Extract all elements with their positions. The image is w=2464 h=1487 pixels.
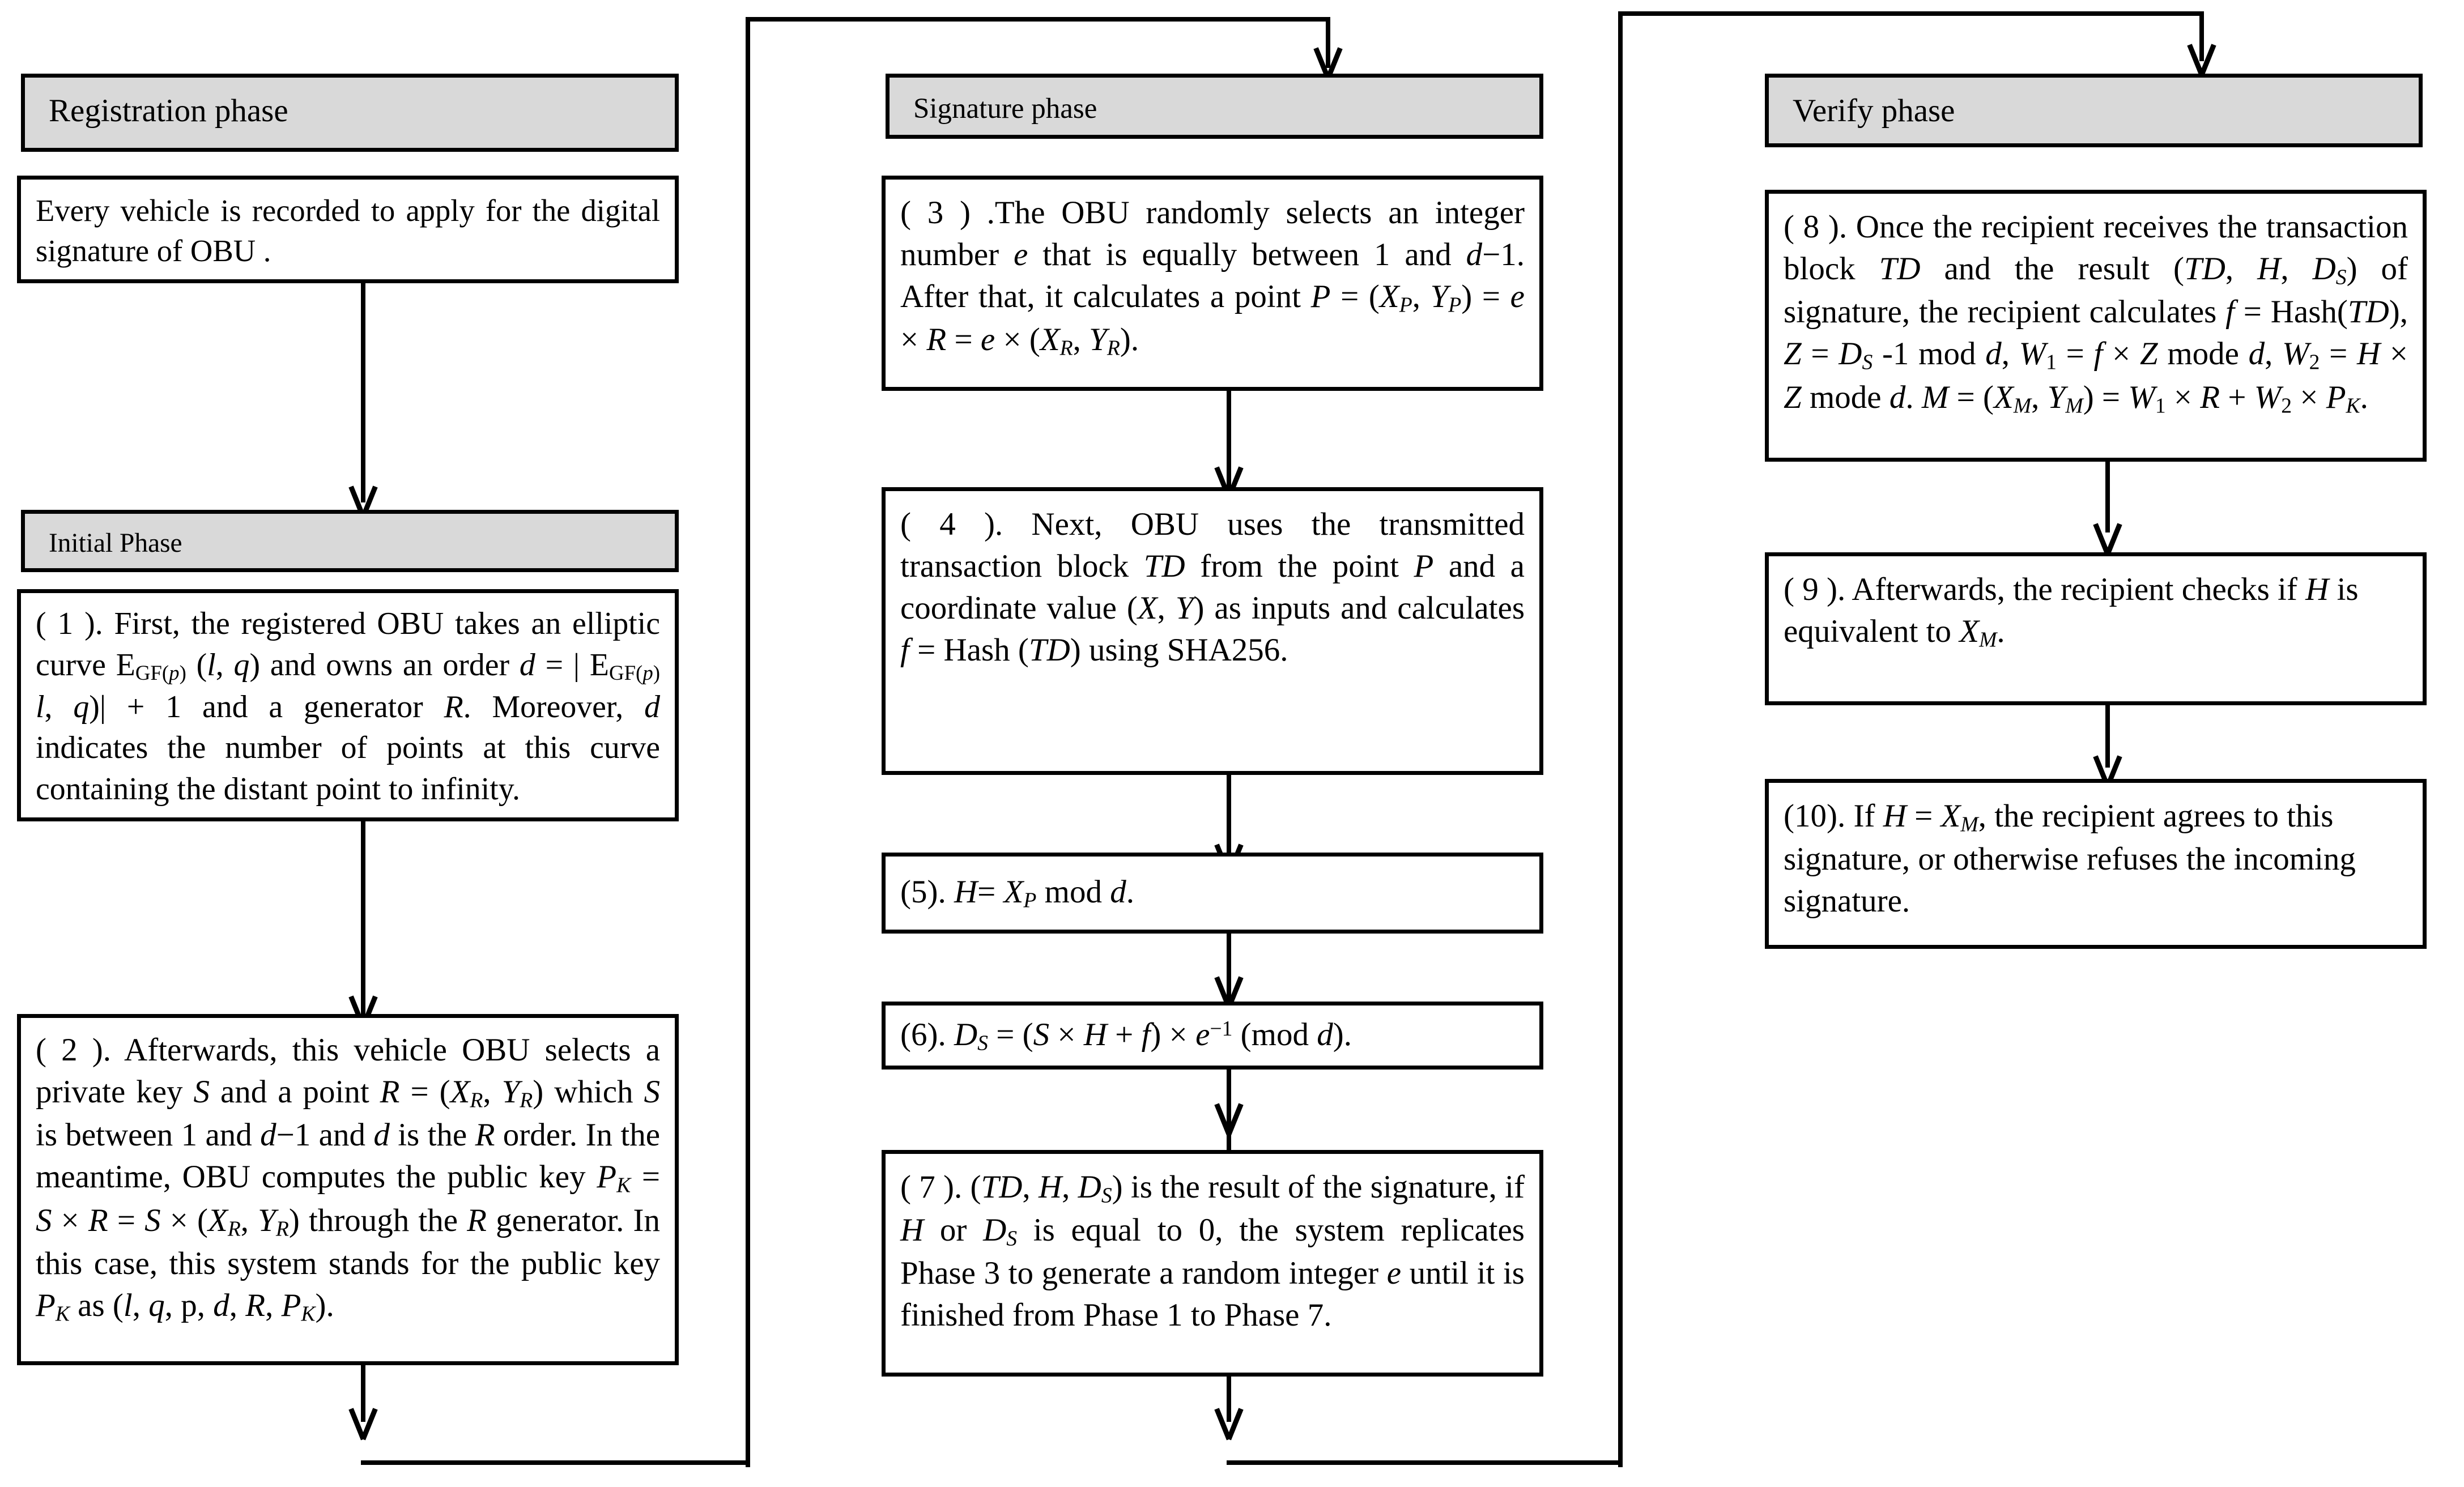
step-9-box: ( 9 ). Afterwards, the recipient checks … [1765,552,2427,705]
verify-phase-header: Verify phase [1765,74,2423,147]
step-4-text: ( 4 ). Next, OBU uses the transmitted tr… [900,506,1525,668]
step-2-text: ( 2 ). Afterwards, this vehicle OBU sele… [36,1032,661,1326]
connector-step6-to-step7-arrow [1212,1106,1246,1135]
connector-col1-exit-stub [361,1365,365,1422]
step-5-text: (5). H= XP mod d. [900,874,1134,913]
connector-reg-to-initial-line [361,282,365,502]
registration-phase-header: Registration phase [21,74,679,152]
connector-col2-to-col3-arrow [2185,46,2219,76]
connector-col2-to-col3-drop [2199,11,2204,61]
connector-step9-to-step10-line [2105,705,2110,768]
connector-col1-exit-arrow [346,1411,380,1440]
step-4-box: ( 4 ). Next, OBU uses the transmitted tr… [882,487,1543,775]
connector-step1-to-step2-line [361,821,365,1014]
step-8-box: ( 8 ). Once the recipient receives the t… [1765,190,2427,462]
connector-col1-to-col2-riser [746,17,750,1467]
step-8-text: ( 8 ). Once the recipient receives the t… [1784,209,2408,417]
registration-description-text: Every vehicle is recorded to apply for t… [36,193,660,268]
registration-phase-header-label: Registration phase [49,93,288,129]
connector-col2-exit-stub [1227,1360,1231,1422]
step-6-text: (6). DS = (S × H + f) × e−1 (mod d). [900,1016,1352,1055]
step-1-text: ( 1 ). First, the registered OBU takes a… [36,606,660,807]
connector-col2-to-col3-riser [1618,11,1623,1467]
connector-col1-bottom-run [361,1460,748,1465]
signature-phase-header-label: Signature phase [913,93,1097,125]
connector-col2-exit-arrow [1212,1411,1246,1440]
initial-phase-header: Initial Phase [21,510,679,572]
connector-step8-to-step9-arrow [2091,526,2125,555]
step-6-box: (6). DS = (S × H + f) × e−1 (mod d). [882,1002,1543,1070]
step-2-box: ( 2 ). Afterwards, this vehicle OBU sele… [17,1014,679,1365]
step-3-box: ( 3 ) .The OBU randomly selects an integ… [882,176,1543,391]
connector-step3-to-step4-line [1227,391,1231,515]
step-10-box: (10). If H = XM, the recipient agrees to… [1765,779,2427,949]
step-1-box: ( 1 ). First, the registered OBU takes a… [17,589,679,821]
step-9-text: ( 9 ). Afterwards, the recipient checks … [1784,572,2359,652]
signature-phase-header: Signature phase [886,74,1543,139]
connector-col1-to-col2-drop [1326,17,1330,68]
connector-col2-to-col3-top [1618,11,2204,16]
verify-phase-header-label: Verify phase [1793,93,1955,129]
step-3-text: ( 3 ) .The OBU randomly selects an integ… [900,195,1525,360]
registration-description-box: Every vehicle is recorded to apply for t… [17,176,679,283]
step-7-box: ( 7 ). (TD, H, DS) is the result of the … [882,1150,1543,1377]
step-7-text: ( 7 ). (TD, H, DS) is the result of the … [900,1169,1525,1333]
step-5-box: (5). H= XP mod d. [882,853,1543,934]
connector-col1-to-col2-top [746,17,1330,22]
initial-phase-header-label: Initial Phase [49,529,182,558]
connector-step4-to-step5-line [1227,775,1231,894]
connector-col2-bottom-run [1227,1460,1623,1465]
connector-step8-to-step9-line [2105,462,2110,532]
step-10-text: (10). If H = XM, the recipient agrees to… [1784,798,2356,919]
